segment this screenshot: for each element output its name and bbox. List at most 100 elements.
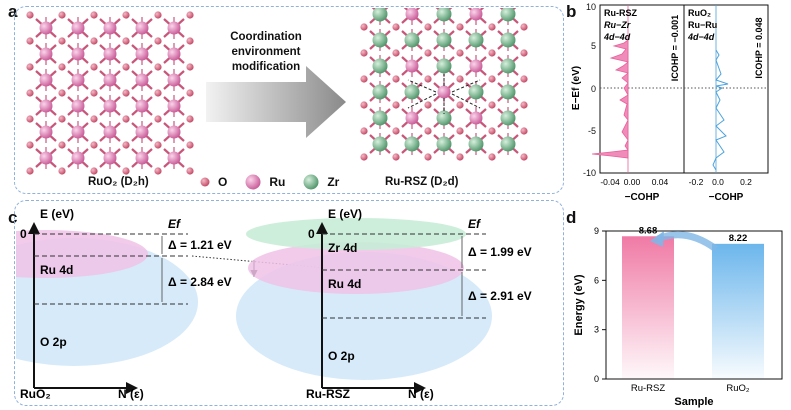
right-ru4d-label: Ru 4d [328,277,361,291]
ruthenium-atom [167,125,181,139]
transform-arrow [206,66,346,138]
oxygen-atom [122,63,130,71]
oxygen-atom [456,49,464,57]
ytick-m5: -5 [588,126,596,136]
zirconium-atom [436,136,452,152]
oxygen-atom [186,141,194,149]
ruthenium-atom [39,47,53,61]
oxygen-atom [58,37,66,45]
ruthenium-atom [71,73,85,87]
ruthenium-atom [135,99,149,113]
ruthenium-atom [39,151,53,165]
oxygen-atom [424,127,432,135]
right-o2p-label: O 2p [328,349,355,363]
right-icohp: ICOHP = 0.048 [754,17,764,78]
left-zero: 0 [20,227,27,241]
ruthenium-atom [167,99,181,113]
oxygen-atom [488,101,496,109]
coordination-arrows [407,74,481,114]
oxygen-atom [520,49,528,57]
oxygen-atom [360,127,368,135]
right-sample-label: Ru-RSZ [306,387,350,401]
oxygen-atom [456,101,464,109]
oxygen-atom [488,75,496,83]
oxygen-atom [360,49,368,57]
left-sample-label: RuO₂ [20,387,51,401]
ruthenium-atom [167,21,181,35]
oxygen-atom [90,89,98,97]
oxygen-atom [424,75,432,83]
xtick-label: RuO₂ [726,383,750,394]
right-xtick-3: 0.2 [740,177,752,187]
zirconium-atom [500,84,516,100]
ruthenium-atom [135,125,149,139]
panel-b-cohp-plot: 10 5 0 -5 -10 E−Ef (eV) Ru-RSZ Ru−Zr 4d−… [571,2,769,203]
ruthenium-atom [39,99,53,113]
ruthenium-atom [135,47,149,61]
oxygen-atom [90,37,98,45]
xtick-label: Ru-RSZ [631,383,666,394]
zirconium-atom [468,136,484,152]
oxygen-atom [520,75,528,83]
right-zr4d-label: Zr 4d [328,241,357,255]
left-icohp: ICOHP = −0.001 [670,15,680,81]
left-delta1: Δ = 1.21 eV [168,238,232,252]
ytick-label: 0 [594,374,599,384]
ruthenium-atom [71,99,85,113]
ruthenium-atom [469,8,483,21]
ruthenium-atom [437,85,451,99]
ruthenium-atom [103,99,117,113]
ruo2-structure [26,11,194,175]
oxygen-atom [392,23,400,31]
left-label-2: Ru−Zr [604,20,631,30]
right-delta2: Δ = 2.91 eV [468,289,532,303]
oxygen-atom [122,89,130,97]
panel-a-frame [14,6,564,194]
zirconium-atom [500,136,516,152]
ruthenium-atom [135,151,149,165]
left-ru4d-band [16,230,148,278]
ytick-label: 3 [594,325,599,335]
panel-label-b: b [566,2,577,21]
ytick-5: 5 [591,41,596,51]
zirconium-atom [500,58,516,74]
ytick-label: 9 [594,226,599,236]
ruthenium-atom [39,125,53,139]
ruthenium-atom [39,73,53,87]
cohp-right-curve [712,49,729,171]
oxygen-atom [154,89,162,97]
left-ef-label: Ef [168,217,181,231]
right-label-2: Ru−Ru [688,20,717,30]
bar-1 [712,243,764,379]
oxygen-atom [186,37,194,45]
oxygen-atom [154,115,162,123]
zirconium-atom [372,32,388,48]
left-xtick-2: 0.00 [624,177,641,187]
zirconium-atom [372,136,388,152]
zirconium-atom [404,32,420,48]
oxygen-atom [488,49,496,57]
panel-b-ylabel: E−Ef (eV) [571,66,582,110]
oxygen-atom [424,23,432,31]
ytick-0: 0 [591,84,596,94]
oxygen-atom [58,167,66,175]
ruthenium-atom [71,125,85,139]
right-ru4d-band [248,242,464,294]
zirconium-atom [404,136,420,152]
ruthenium-atom [167,47,181,61]
right-zero: 0 [308,227,315,241]
oxygen-atom [392,49,400,57]
oxygen-atom [488,23,496,31]
left-label-1: Ru-RSZ [604,8,637,18]
oxygen-atom [58,11,66,19]
ruthenium-atom [135,21,149,35]
oxygen-atom [392,75,400,83]
oxygen-atom [186,63,194,71]
oxygen-atom [488,153,496,161]
zirconium-atom [500,110,516,126]
oxygen-atom [520,127,528,135]
zirconium-atom [436,110,452,126]
oxygen-atom [26,63,34,71]
oxygen-atom [186,167,194,175]
